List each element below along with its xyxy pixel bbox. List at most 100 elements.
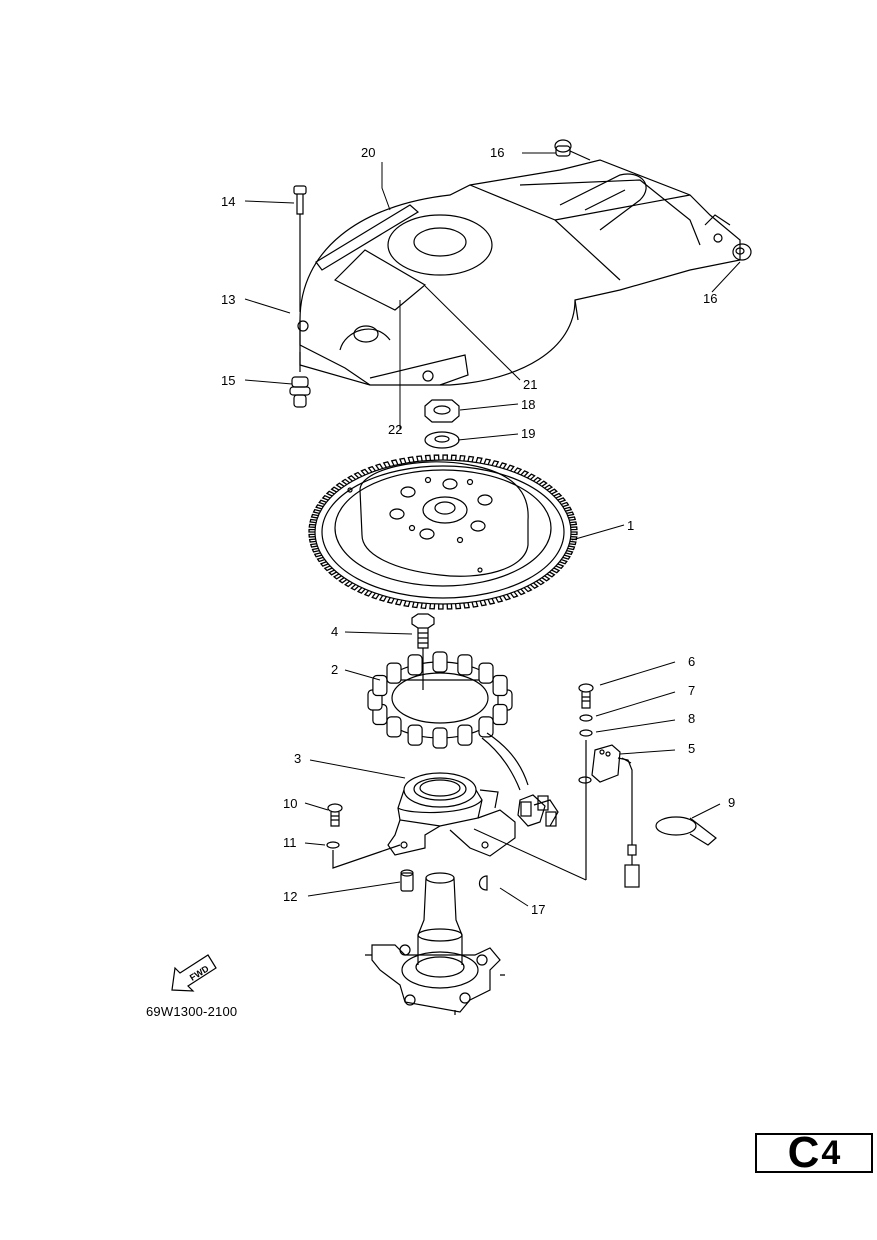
- gear-tooth: [523, 585, 533, 593]
- stator-pole: [432, 727, 448, 749]
- callout-20: 20: [361, 145, 375, 160]
- collar-12: [400, 869, 414, 892]
- gear-tooth: [344, 580, 353, 588]
- bolt-14: [293, 185, 307, 312]
- gear-tooth: [502, 593, 512, 601]
- gear-tooth: [312, 508, 321, 514]
- gear-tooth: [318, 499, 327, 506]
- gear-tooth: [319, 561, 329, 567]
- callout-14: 14: [221, 194, 235, 209]
- gear-tooth: [568, 516, 577, 521]
- stator-coil: [367, 651, 529, 791]
- gear-tooth: [374, 463, 384, 471]
- gear-tooth: [555, 563, 565, 570]
- stator-pole: [478, 716, 494, 738]
- washer-19: [424, 431, 460, 449]
- gear-tooth: [394, 599, 403, 606]
- gear-tooth: [487, 598, 496, 605]
- gear-tooth: [308, 533, 316, 538]
- callout-21: 21: [523, 377, 537, 392]
- gear-tooth: [541, 575, 551, 582]
- stator-pole: [457, 724, 473, 746]
- callout-6: 6: [688, 654, 695, 669]
- callout-16-top: 16: [490, 145, 504, 160]
- gear-tooth: [446, 603, 453, 610]
- gear-tooth: [399, 457, 407, 465]
- gear-tooth: [353, 471, 363, 479]
- gear-tooth: [321, 494, 331, 501]
- callout-11: 11: [283, 835, 297, 850]
- gear-tooth: [403, 600, 411, 608]
- gear-tooth: [356, 587, 366, 594]
- callout-18: 18: [521, 397, 535, 412]
- callout-4: 4: [331, 624, 338, 639]
- callout-labels: 16 20 14 13 16 15 21 18 22 19 1 4 6 2 7 …: [221, 145, 735, 917]
- leader-lines: [244, 152, 741, 907]
- gear-tooth: [520, 470, 530, 477]
- stator-pole: [478, 662, 494, 684]
- gear-tooth: [551, 567, 561, 574]
- gear-tooth: [311, 547, 320, 553]
- grommet-16-right: [732, 243, 752, 261]
- gear-tooth: [510, 591, 519, 599]
- stator-connectors: [520, 795, 557, 827]
- gear-tooth: [536, 578, 545, 586]
- gear-tooth: [313, 552, 322, 558]
- gear-tooth: [371, 592, 380, 600]
- gear-tooth: [533, 476, 542, 484]
- gear-tooth: [526, 473, 536, 480]
- stator-pole: [407, 654, 423, 676]
- gear-tooth: [382, 461, 391, 468]
- gear-tooth: [363, 590, 373, 597]
- gear-tooth: [335, 482, 345, 489]
- section-number: 4: [821, 1134, 841, 1172]
- callout-9: 9: [728, 795, 735, 810]
- gear-tooth: [310, 513, 319, 519]
- screw-6: [578, 683, 594, 709]
- gear-tooth: [567, 545, 576, 551]
- gear-tooth: [463, 602, 470, 609]
- gear-tooth: [341, 478, 350, 486]
- gear-tooth: [433, 454, 440, 461]
- callout-2: 2: [331, 662, 338, 677]
- callout-15: 15: [221, 373, 235, 388]
- part-diagram-code: 69W1300-2100: [146, 1004, 238, 1019]
- gear-tooth: [323, 565, 333, 572]
- stator-pole: [492, 703, 508, 726]
- gear-tooth: [544, 484, 554, 491]
- gear-tooth: [566, 511, 575, 517]
- gear-tooth: [407, 456, 415, 463]
- callout-5: 5: [688, 741, 695, 756]
- gear-tooth: [416, 455, 423, 462]
- gear-tooth: [308, 528, 316, 533]
- gear-tooth: [338, 577, 348, 584]
- gear-tooth: [308, 523, 316, 528]
- gear-tooth: [420, 602, 427, 610]
- callout-22: 22: [388, 422, 402, 437]
- grommet-15: [289, 352, 311, 408]
- gear-tooth: [309, 518, 317, 524]
- callout-8: 8: [688, 711, 695, 726]
- callout-13: 13: [221, 292, 235, 307]
- bolt-4: [411, 613, 435, 690]
- gear-tooth: [316, 556, 325, 563]
- gear-tooth: [367, 465, 376, 473]
- stator-pole: [407, 724, 423, 746]
- callout-7: 7: [688, 683, 695, 698]
- gear-tooth: [569, 540, 577, 546]
- callout-16-right: 16: [703, 291, 717, 306]
- washer-7: [579, 714, 593, 722]
- stator-pole: [492, 674, 508, 697]
- screw-10: [327, 803, 343, 827]
- callout-3: 3: [294, 751, 301, 766]
- gear-tooth: [479, 599, 487, 607]
- gear-tooth: [437, 603, 444, 610]
- gear-tooth: [429, 603, 436, 610]
- woodruff-key-17: [478, 875, 488, 891]
- section-badge: C 4: [755, 1131, 873, 1175]
- gear-tooth: [471, 601, 479, 608]
- gear-tooth: [328, 569, 337, 576]
- stator-pole: [386, 716, 402, 738]
- callout-19: 19: [521, 426, 535, 441]
